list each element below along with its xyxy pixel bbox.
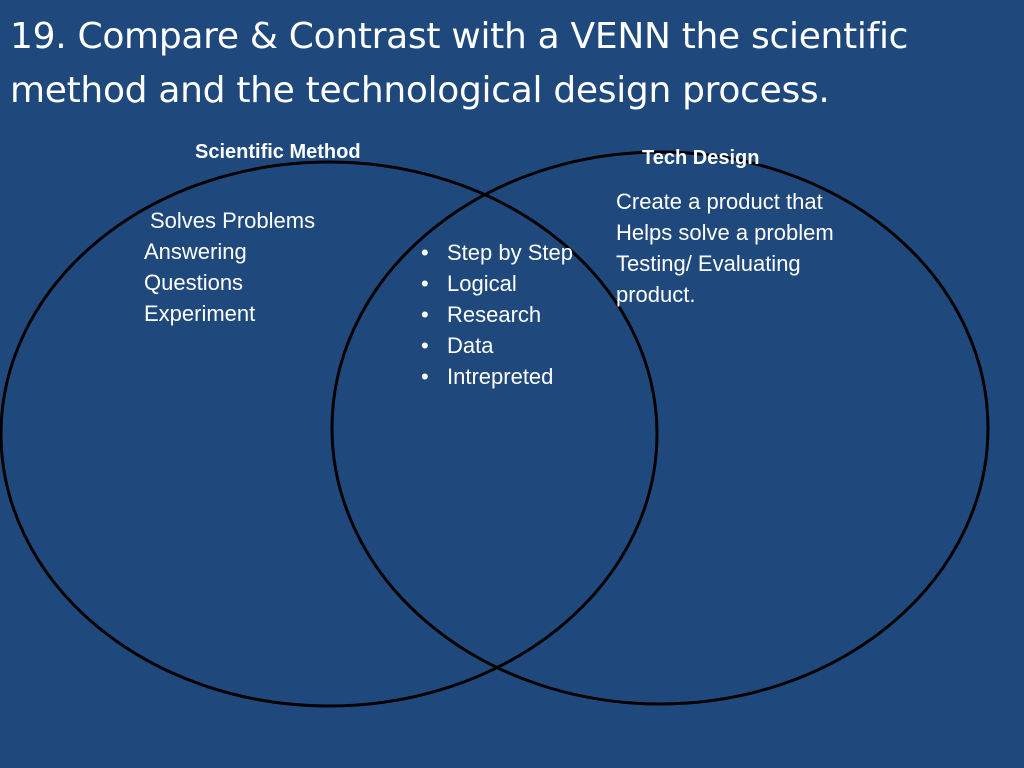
slide-title-line: 19. Compare & Contrast with a VENN the s…	[10, 16, 909, 57]
venn-label-tech-design: Tech Design	[642, 147, 760, 169]
bullet-icon: •	[421, 302, 429, 327]
overlap-item-text: Intrepreted	[447, 364, 554, 389]
overlap-item: • Logical	[415, 268, 557, 299]
tech-design-text: Create a product that Helps solve a prob…	[616, 186, 834, 310]
overlap-item: • Intrepreted	[415, 361, 557, 392]
scientific-method-text: Solves Problems Answering Questions Expe…	[144, 205, 315, 329]
venn-circle-tech-design	[330, 150, 990, 706]
overlap-text: • Step by Step • Logical • Research • Da…	[415, 237, 573, 392]
overlap-item-text: Logical	[447, 271, 517, 296]
tech-design-item: Testing/ Evaluating	[616, 251, 801, 276]
bullet-icon: •	[421, 364, 429, 389]
overlap-list: • Step by Step • Logical • Research • Da…	[415, 237, 573, 392]
tech-design-item: product.	[616, 282, 696, 307]
scientific-method-item: Solves Problems	[150, 208, 316, 233]
overlap-item-text: Step by Step	[447, 240, 573, 265]
overlap-item: • Data	[415, 330, 557, 361]
overlap-item: • Research	[415, 299, 557, 330]
venn-label-scientific-method: Scientific Method	[195, 141, 361, 163]
slide-title-line: method and the technological design proc…	[10, 70, 830, 111]
overlap-item: • Step by Step	[415, 237, 573, 268]
slide-title: 19. Compare & Contrast with a VENN the s…	[10, 10, 1010, 118]
bullet-icon: •	[421, 333, 429, 358]
bullet-icon: •	[421, 240, 429, 265]
overlap-item-text: Data	[447, 333, 494, 358]
tech-design-item: Helps solve a problem	[616, 220, 834, 245]
scientific-method-item: Experiment	[144, 301, 256, 326]
bullet-icon: •	[421, 271, 429, 296]
overlap-item-text: Research	[447, 302, 542, 327]
venn-circle-scientific-method	[0, 160, 659, 708]
tech-design-item: Create a product that	[616, 189, 823, 214]
scientific-method-item: Questions	[144, 270, 244, 295]
scientific-method-item: Answering	[144, 239, 247, 264]
